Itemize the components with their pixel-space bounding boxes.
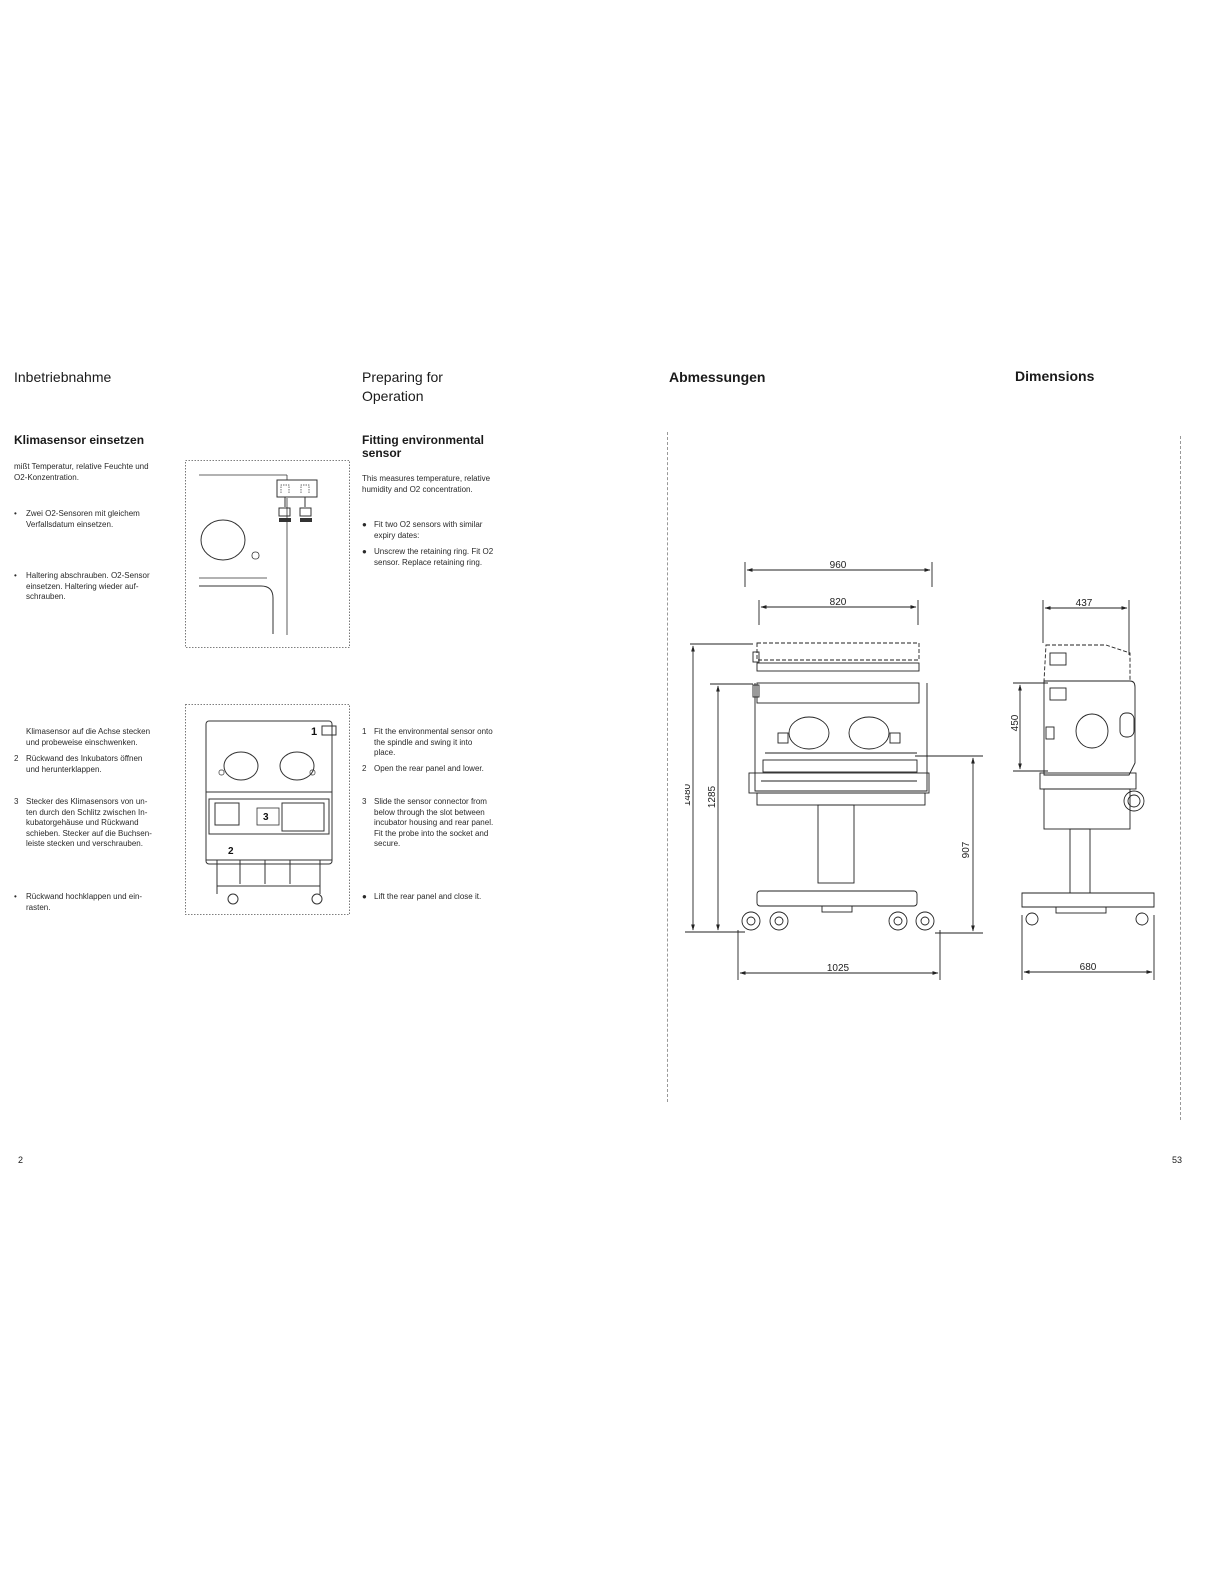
side-view-drawing: 437 450 680 [1010,598,1155,980]
environmental-sensor-figure: 1 3 2 [185,704,350,915]
de-section-title: Inbetriebnahme [14,369,112,385]
dim-1285: 1285 [707,785,718,808]
figure-label-1: 1 [311,726,317,738]
dim-960: 960 [830,560,847,571]
en-intro: This measures temperature, relative humi… [362,474,491,494]
en-section-title-line1: Preparing for [362,369,443,385]
en-subtitle-line2: sensor [362,446,402,460]
page-number-right: 53 [1172,1155,1183,1165]
page-number-left: 2 [18,1155,24,1165]
frame-right [1180,436,1181,1120]
de-dimensions-title: Abmessungen [669,369,766,385]
frame-left [667,432,668,1102]
figure-label-3: 3 [263,812,269,823]
o2-sensor-figure [185,460,350,648]
dim-907: 907 [961,841,972,858]
en-section-title-line2: Operation [362,388,424,404]
dim-1480: 1480 [685,783,693,806]
front-view-drawing: 960 820 1025 1480 1285 907 [685,560,983,980]
figure-label-2: 2 [228,846,234,857]
en-subtitle-line1: Fitting environmental [362,433,485,447]
dim-1025: 1025 [827,963,850,974]
dim-450: 450 [1010,714,1021,731]
dim-680: 680 [1080,962,1097,973]
dim-820: 820 [830,597,847,608]
de-intro: mißt Temperatur, relative Feuchte und O2… [14,462,149,482]
en-dimensions-title: Dimensions [1015,368,1095,384]
dim-437: 437 [1076,598,1093,609]
de-subtitle: Klimasensor einsetzen [14,433,145,447]
